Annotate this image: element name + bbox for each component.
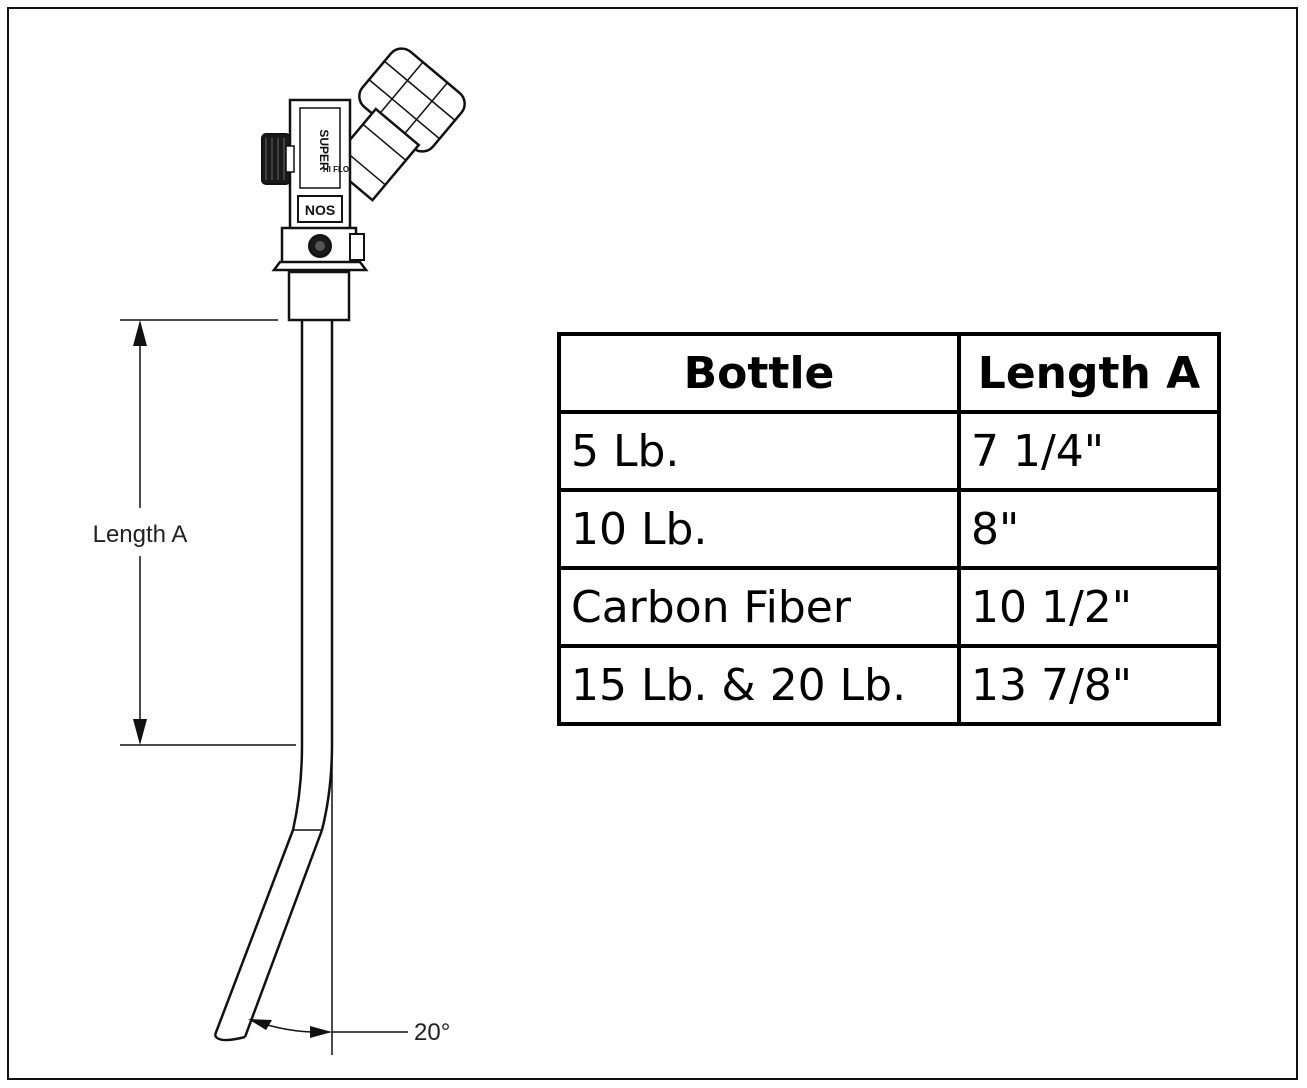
header-bottle: Bottle (557, 332, 961, 414)
cell-bottle: 5 Lb. (557, 410, 961, 492)
cell-bottle: 15 Lb. & 20 Lb. (557, 644, 961, 726)
table-row: Carbon Fiber 10 1/2" (557, 566, 1221, 648)
cell-length: 7 1/4" (957, 410, 1221, 492)
cell-length: 13 7/8" (957, 644, 1221, 726)
cell-bottle: 10 Lb. (557, 488, 961, 570)
cell-length: 8" (957, 488, 1221, 570)
siphon-tube (213, 320, 334, 1055)
table-row: 5 Lb. 7 1/4" (557, 410, 1221, 492)
length-a-label: Length A (93, 521, 188, 548)
length-dimension: Length A (93, 319, 296, 746)
angle-dimension: 20° (248, 1019, 450, 1046)
valve-flow-text: HI FLO (323, 165, 349, 174)
cell-length: 10 1/2" (957, 566, 1221, 648)
table-header-row: Bottle Length A (557, 332, 1221, 414)
bottle-length-table: Bottle Length A 5 Lb. 7 1/4" 10 Lb. 8" C… (557, 332, 1221, 726)
valve-body: NOS SUPER HI FLO (261, 98, 369, 322)
angle-label: 20° (414, 1019, 450, 1046)
valve-brand-text: NOS (305, 202, 335, 218)
cell-bottle: Carbon Fiber (557, 566, 961, 648)
table-row: 10 Lb. 8" (557, 488, 1221, 570)
table-row: 15 Lb. & 20 Lb. 13 7/8" (557, 644, 1221, 726)
header-length-a: Length A (957, 332, 1221, 414)
valve-model-text: SUPER (317, 129, 331, 171)
